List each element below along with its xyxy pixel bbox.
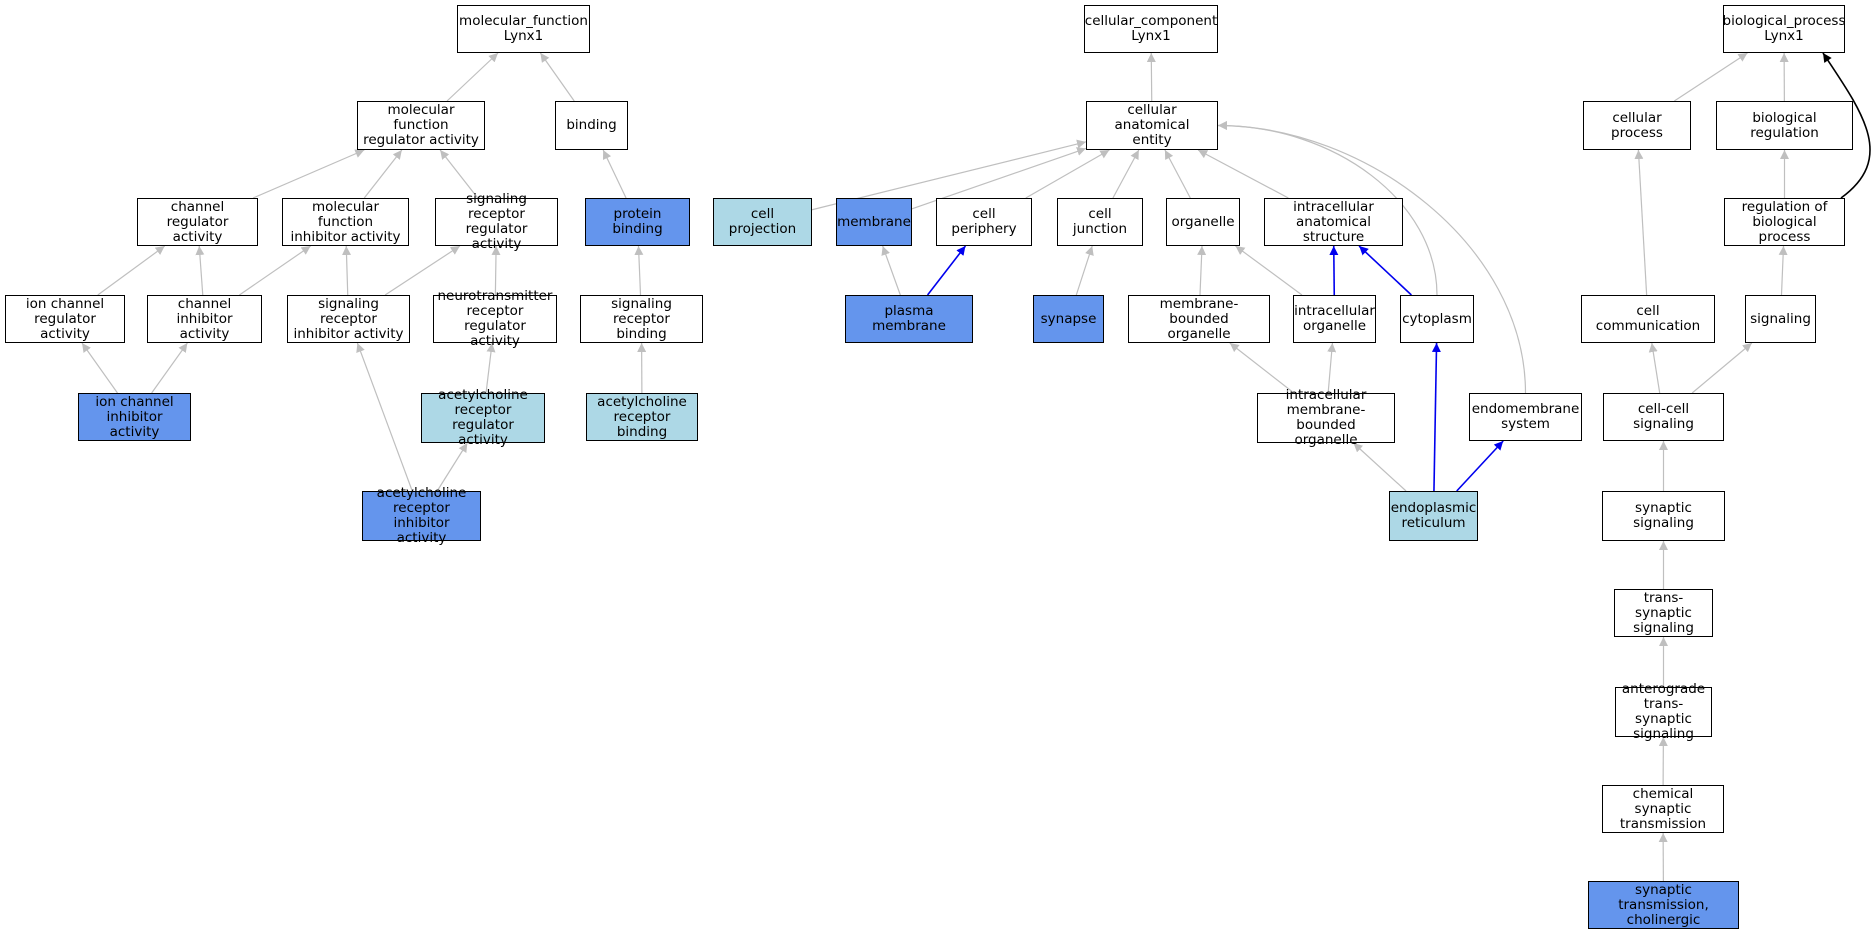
go-term-organelle: organelle <box>1166 198 1240 246</box>
go-term-sig-rec-reg: signaling receptor regulator activity <box>435 192 558 252</box>
edge-ion-chan-inhib-to-chan-inhib <box>151 342 188 394</box>
go-term-syn-chol: synaptic transmission, cholinergic <box>1588 881 1739 929</box>
edge-chan-reg-to-mf-reg <box>252 149 365 199</box>
edge-ach-rec-inhib-to-ach-rec-reg <box>436 442 468 492</box>
edge-sig-rec-binding-to-protein-binding <box>634 245 644 296</box>
go-term-cc-sig: cell-cell signaling <box>1603 393 1724 441</box>
go-term-endomem: endomembrane system <box>1469 393 1582 441</box>
go-term-sig-rec-binding: signaling receptor binding <box>580 295 703 343</box>
edge-sig-rec-inhib-to-sig-rec-reg <box>384 245 461 296</box>
go-term-chan-inhib: channel inhibitor activity <box>147 295 262 343</box>
go-term-cell-periph: cell periphery <box>936 198 1032 246</box>
go-term-sig-rec-inhib: signaling receptor inhibitor activity <box>287 295 410 343</box>
go-term-cell-process: cellular process <box>1583 101 1691 150</box>
go-term-cytoplasm: cytoplasm <box>1400 295 1474 343</box>
edge-cc-sig-to-signaling <box>1691 342 1753 394</box>
go-term-ion-chan-inhib: ion channel inhibitor activity <box>78 393 191 441</box>
go-term-mf-root: molecular_function Lynx1 <box>457 5 590 53</box>
edge-ic-org-to-organelle <box>1235 245 1303 296</box>
go-term-reg-bio: regulation of biological process <box>1724 198 1845 246</box>
go-term-syn-sig: synaptic signaling <box>1602 491 1725 541</box>
edge-er-to-endomem <box>1456 440 1504 492</box>
edge-mf-inhib-to-mf-reg <box>363 149 403 199</box>
edge-ion-chan-inhib-to-ion-chan-reg <box>81 342 118 394</box>
edge-plasma-mem-to-cell-periph <box>926 245 967 296</box>
edge-mf-reg-to-mf-root <box>446 52 499 102</box>
edge-sig-rec-reg-to-mf-reg <box>439 149 479 199</box>
go-term-ach-rec-reg: acetylcholine receptor regulator activit… <box>421 388 545 448</box>
go-term-mbo: membrane-bounded organelle <box>1128 295 1270 343</box>
edge-mbo-to-organelle <box>1197 245 1207 296</box>
edge-cytoplasm-to-ias <box>1358 245 1412 296</box>
edge-synapse-to-cell-junction <box>1075 245 1094 296</box>
go-term-synapse: synapse <box>1033 295 1104 343</box>
go-term-binding: binding <box>555 101 628 150</box>
go-term-cell-comm: cell communication <box>1581 295 1715 343</box>
go-term-ach-rec-binding: acetylcholine receptor binding <box>586 393 698 441</box>
edge-er-to-cytoplasm <box>1431 342 1441 492</box>
go-term-plasma-mem: plasma membrane <box>845 295 973 343</box>
go-term-chan-reg: channel regulator activity <box>137 198 258 246</box>
edge-organelle-to-cae <box>1164 149 1191 199</box>
edge-plasma-mem-to-membrane <box>881 245 901 296</box>
edge-cell-comm-to-cell-process <box>1634 149 1648 296</box>
edge-neurotrans-to-sig-rec-reg <box>491 245 501 296</box>
go-term-cell-proj: cell projection <box>713 198 812 246</box>
go-term-cell-junction: cell junction <box>1057 198 1143 246</box>
edge-ias-to-cae <box>1197 149 1289 199</box>
go-term-neurotrans: neurotransmitter receptor regulator acti… <box>433 289 557 349</box>
go-term-er: endoplasmic reticulum <box>1389 491 1478 541</box>
go-term-signaling: signaling <box>1745 295 1816 343</box>
edge-endomem-to-cae <box>1217 121 1527 394</box>
go-term-ion-chan-reg: ion channel regulator activity <box>5 295 125 343</box>
edge-ic-org-to-ias <box>1329 245 1339 296</box>
edge-reg-bio-to-bp-root <box>1822 52 1871 199</box>
go-term-ic-org: intracellular organelle <box>1293 295 1376 343</box>
edge-chan-inhib-to-chan-reg <box>195 245 205 296</box>
go-term-cc-root: cellular_component Lynx1 <box>1084 5 1218 53</box>
go-term-mf-reg: molecular function regulator activity <box>357 101 485 150</box>
go-term-cae: cellular anatomical entity <box>1086 101 1218 150</box>
go-term-protein-binding: protein binding <box>585 198 690 246</box>
edge-signaling-to-reg-bio <box>1778 245 1788 296</box>
edge-protein-binding-to-binding <box>602 149 627 199</box>
edge-cell-junction-to-cae <box>1112 149 1140 199</box>
edge-sig-rec-inhib-to-mf-inhib <box>342 245 352 296</box>
edge-cell-process-to-bp-root <box>1673 52 1748 102</box>
edge-ion-chan-reg-to-chan-reg <box>97 245 166 296</box>
edge-cell-periph-to-cae <box>1025 149 1110 199</box>
edge-ach-rec-inhib-to-sig-rec-inhib <box>356 342 413 492</box>
go-term-antero: anterograde trans-synaptic signaling <box>1615 682 1712 742</box>
go-term-trans-syn: trans-synaptic signaling <box>1614 589 1713 637</box>
go-term-bio-reg: biological regulation <box>1716 101 1853 150</box>
edge-binding-to-mf-root <box>539 52 575 102</box>
go-term-ias: intracellular anatomical structure <box>1264 198 1403 246</box>
go-term-mf-inhib: molecular function inhibitor activity <box>282 198 409 246</box>
edge-chan-inhib-to-mf-inhib <box>239 245 311 296</box>
edge-imbo-to-mbo <box>1229 342 1295 394</box>
go-term-ach-rec-inhib: acetylcholine receptor inhibitor activit… <box>362 486 481 546</box>
go-term-membrane: membrane <box>836 198 912 246</box>
edge-er-to-imbo <box>1353 442 1407 492</box>
go-term-bp-root: biological_process Lynx1 <box>1723 5 1846 53</box>
go-term-imbo: intracellular membrane-bounded organelle <box>1257 388 1395 448</box>
edge-cc-sig-to-cell-comm <box>1648 342 1661 394</box>
edge-ach-rec-reg-to-neurotrans <box>485 342 496 394</box>
go-term-chem-syn: chemical synaptic transmission <box>1602 785 1724 833</box>
edge-imbo-to-ic-org <box>1327 342 1337 394</box>
